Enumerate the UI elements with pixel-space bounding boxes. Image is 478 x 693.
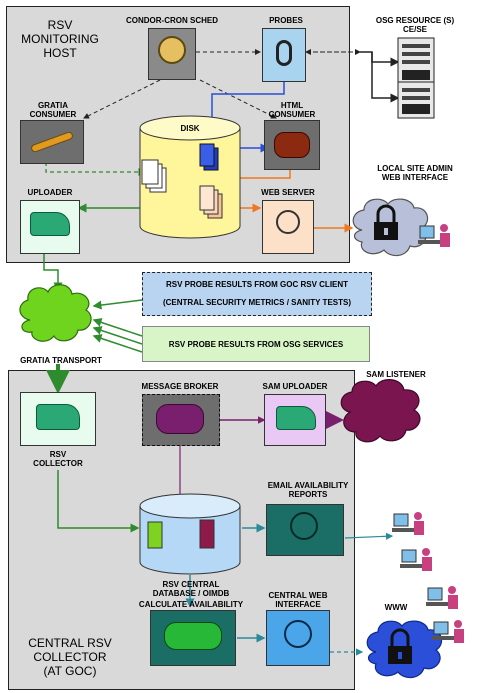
globe-page-icon bbox=[284, 620, 312, 648]
www-label: WWW bbox=[384, 603, 408, 612]
broker-pipes-icon bbox=[156, 404, 204, 434]
globe-page-icon bbox=[290, 512, 318, 540]
gratia-consumer-box bbox=[20, 120, 84, 164]
globe-page-icon bbox=[276, 210, 300, 234]
web-server-label: WEB SERVER bbox=[261, 188, 315, 197]
rsv-central-db-label: RSV CENTRAL DATABASE / OIMDB bbox=[152, 580, 230, 598]
condor-cron-label: CONDOR-CRON SCHED bbox=[126, 16, 218, 25]
orange-document-icon bbox=[199, 185, 223, 219]
document-stack-icon bbox=[141, 159, 167, 193]
user-at-computer-icon bbox=[392, 512, 424, 535]
sam-listener-label: SAM LISTENER bbox=[366, 370, 426, 379]
car-icon bbox=[30, 212, 70, 236]
car-icon bbox=[36, 404, 80, 430]
server-icon bbox=[397, 37, 435, 87]
uploader-label: UPLOADER bbox=[27, 188, 73, 197]
message-broker-label: MESSAGE BROKER bbox=[141, 382, 219, 391]
disk-label: DISK bbox=[180, 124, 200, 133]
goc-note-line2: (CENTRAL SECURITY METRICS / SANITY TESTS… bbox=[162, 298, 351, 307]
user-at-computer-icon bbox=[432, 620, 464, 643]
compass-icon bbox=[158, 36, 186, 64]
central-web-label: CENTRAL WEB INTERFACE bbox=[268, 591, 328, 609]
logs-icon bbox=[164, 622, 222, 650]
user-at-computer-icon bbox=[426, 586, 458, 609]
probes-label: PROBES bbox=[269, 16, 303, 25]
calculate-availability-label: CALCULATE AVAILABILITY bbox=[138, 600, 244, 609]
email-reports-label: EMAIL AVAILABILITY REPORTS bbox=[267, 481, 349, 499]
monitoring-host-title: RSV MONITORING HOST bbox=[21, 18, 99, 60]
local-admin-label: LOCAL SITE ADMIN WEB INTERFACE bbox=[377, 164, 453, 182]
html-consumer-label: HTML CONSUMER bbox=[268, 101, 316, 119]
user-at-computer-icon bbox=[418, 224, 450, 247]
gratia-transport-label: GRATIA TRANSPORT bbox=[20, 356, 102, 365]
www-lock-icon bbox=[388, 628, 412, 664]
probes-box bbox=[262, 28, 306, 82]
rsv-collector-label: RSV COLLECTOR bbox=[33, 450, 83, 468]
osg-note-text: RSV PROBE RESULTS FROM OSG SERVICES bbox=[168, 340, 344, 349]
gratia-consumer-label: GRATIA CONSUMER bbox=[29, 101, 77, 119]
sam-listener-cloud-icon bbox=[340, 379, 421, 443]
stethoscope-icon bbox=[276, 40, 292, 66]
osg-services-note: RSV PROBE RESULTS FROM OSG SERVICES bbox=[142, 326, 370, 362]
server-icon bbox=[397, 81, 435, 119]
database-cylinder-icon bbox=[139, 493, 241, 575]
car-icon bbox=[276, 406, 316, 430]
logs-icon bbox=[274, 132, 310, 158]
gratia-transport-cloud-icon bbox=[19, 284, 92, 342]
blue-document-icon bbox=[199, 143, 219, 171]
goc-note-line1: RSV PROBE RESULTS FROM GOC RSV CLIENT bbox=[165, 280, 349, 289]
lock-icon bbox=[374, 204, 398, 240]
central-collector-title: CENTRAL RSV COLLECTOR (AT GOC) bbox=[28, 636, 112, 678]
sam-uploader-label: SAM UPLOADER bbox=[262, 382, 328, 391]
goc-client-note: RSV PROBE RESULTS FROM GOC RSV CLIENT (C… bbox=[142, 272, 372, 316]
osg-resource-label: OSG RESOURCE (S) CE/SE bbox=[375, 16, 455, 34]
user-at-computer-icon bbox=[400, 548, 432, 571]
